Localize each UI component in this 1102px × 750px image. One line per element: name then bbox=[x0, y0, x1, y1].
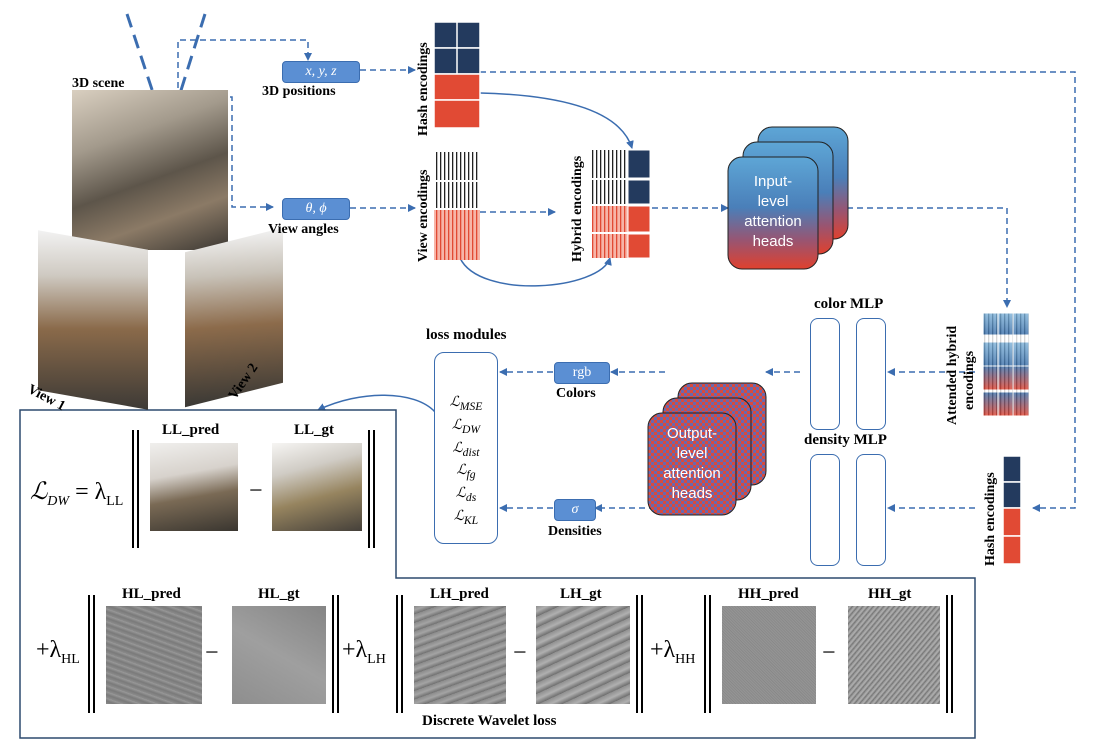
wavelet-frame bbox=[19, 409, 976, 739]
input-attn-l3: attention bbox=[744, 213, 802, 230]
scene-title: 3D scene bbox=[72, 76, 125, 91]
angles-label: View angles bbox=[268, 222, 339, 237]
lh-gt-image bbox=[536, 606, 630, 704]
connectors bbox=[177, 39, 1076, 512]
loss-modules-box: ℒMSE ℒDW ℒdist ℒfg ℒds ℒKL bbox=[434, 352, 498, 544]
loss-fg: ℒfg bbox=[456, 463, 476, 482]
hl-gt-image bbox=[232, 606, 326, 704]
sigma-pill: σ bbox=[554, 499, 596, 521]
lh-norm-right bbox=[636, 595, 643, 713]
color-mlp-right bbox=[856, 318, 886, 430]
output-attn-l4: heads bbox=[671, 485, 713, 502]
positions-label: 3D positions bbox=[262, 84, 336, 99]
hl-pred-image bbox=[106, 606, 202, 704]
scene-image bbox=[72, 90, 228, 250]
hh-pred-label: HH_pred bbox=[738, 586, 799, 602]
lh-pred-image bbox=[414, 606, 506, 704]
hh-norm-left bbox=[704, 595, 711, 713]
view1-image bbox=[38, 230, 148, 410]
output-attention-stack bbox=[647, 382, 767, 516]
hh-minus: − bbox=[822, 640, 836, 666]
color-mlp-left bbox=[810, 318, 840, 430]
loss-modules-title: loss modules bbox=[426, 327, 507, 343]
hh-pred-image bbox=[722, 606, 816, 704]
hash-encodings-bottom-block bbox=[1002, 455, 1022, 565]
hl-gt-label: HL_gt bbox=[258, 586, 300, 602]
input-attention-text: Input- level attention heads bbox=[728, 172, 818, 252]
loss-ds: ℒds bbox=[455, 486, 477, 504]
dw-equation-lhs: ℒDW = λLL bbox=[30, 479, 124, 509]
hl-lambda: +λHL bbox=[36, 637, 80, 667]
hh-gt-label: HH_gt bbox=[868, 586, 912, 602]
hash-encodings-block bbox=[433, 21, 481, 129]
loss-dw: ℒDW bbox=[451, 417, 481, 436]
lh-gt-label: LH_gt bbox=[560, 586, 602, 602]
densities-label: Densities bbox=[548, 524, 602, 539]
input-attn-l1: Input- bbox=[753, 173, 793, 190]
loss-dist: ℒdist bbox=[452, 440, 480, 459]
loss-mse: ℒMSE bbox=[449, 395, 483, 413]
ll-minus: − bbox=[249, 478, 263, 504]
attended-label-line2: encodings bbox=[962, 350, 977, 410]
lh-minus: − bbox=[513, 640, 527, 666]
hash-bottom-label: Hash encodings bbox=[983, 472, 998, 566]
hh-lambda: +λHH bbox=[650, 637, 696, 667]
hh-gt-image bbox=[848, 606, 940, 704]
wavelet-caption: Discrete Wavelet loss bbox=[422, 713, 557, 729]
hybrid-encodings-block bbox=[592, 149, 651, 259]
ll-norm-left bbox=[132, 430, 139, 548]
ll-norm-right bbox=[368, 430, 375, 548]
output-attention-text: Output- level attention heads bbox=[648, 424, 736, 504]
loss-kl: ℒKL bbox=[453, 508, 479, 527]
curved-arrows bbox=[317, 92, 634, 413]
density-mlp-right bbox=[856, 454, 886, 566]
rgb-pill: rgb bbox=[554, 362, 610, 384]
ll-gt-label: LL_gt bbox=[294, 422, 335, 438]
hh-norm-right bbox=[946, 595, 953, 713]
hl-pred-label: HL_pred bbox=[122, 586, 181, 602]
color-mlp-label: color MLP bbox=[814, 296, 884, 312]
attended-label-line1: Attended hybrid bbox=[945, 325, 960, 425]
input-attn-l2: level bbox=[757, 193, 789, 210]
lh-pred-label: LH_pred bbox=[430, 586, 489, 602]
input-attention-stack bbox=[727, 126, 849, 270]
hl-norm-left bbox=[88, 595, 95, 713]
density-mlp-label: density MLP bbox=[804, 432, 887, 448]
lh-norm-left bbox=[396, 595, 403, 713]
hl-minus: − bbox=[205, 640, 219, 666]
ll-pred-label: LL_pred bbox=[162, 422, 220, 438]
view-encodings-block bbox=[434, 152, 480, 260]
hash-encodings-label: Hash encodings bbox=[416, 42, 431, 136]
output-attn-l2: level bbox=[676, 445, 708, 462]
attended-hybrid-block bbox=[982, 312, 1030, 417]
view-encodings-label: View encodings bbox=[416, 169, 431, 262]
ll-pred-image bbox=[150, 443, 238, 531]
input-attn-l4: heads bbox=[752, 233, 794, 250]
lh-lambda: +λLH bbox=[342, 637, 386, 667]
positions-pill: x, y, z bbox=[282, 61, 360, 83]
output-attn-l1: Output- bbox=[666, 425, 718, 442]
colors-label: Colors bbox=[556, 386, 596, 401]
hl-norm-right bbox=[332, 595, 339, 713]
hybrid-encodings-label: Hybrid encodings bbox=[570, 155, 585, 262]
output-attn-l3: attention bbox=[663, 465, 721, 482]
density-mlp-left bbox=[810, 454, 840, 566]
angles-pill: θ, ϕ bbox=[282, 198, 350, 220]
ll-gt-image bbox=[272, 443, 362, 531]
